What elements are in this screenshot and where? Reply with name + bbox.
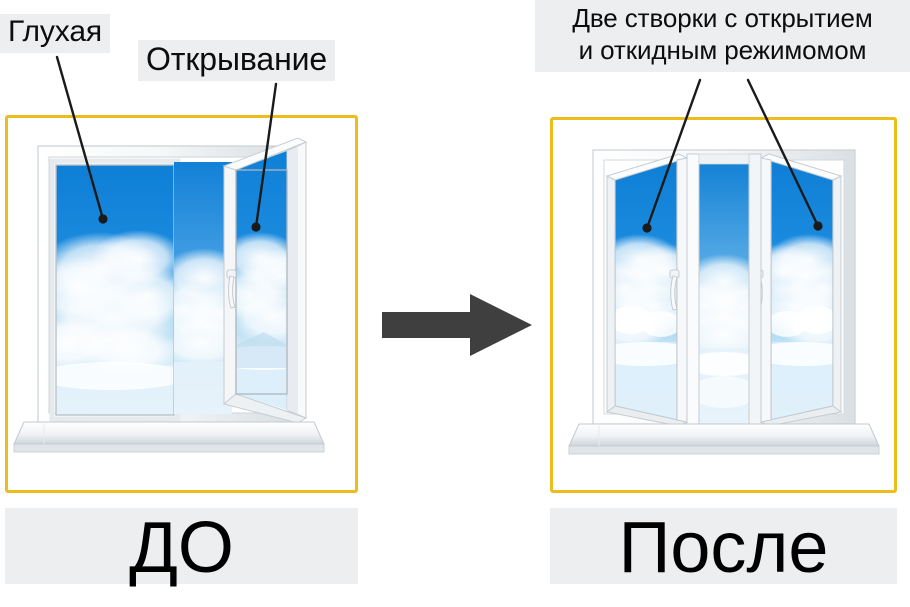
caption-after: После (550, 508, 897, 584)
transition-arrow (382, 294, 532, 356)
callout-label-two-sashes: Две створки с открытием и откидным режим… (535, 0, 910, 73)
before-window-illustration (13, 137, 325, 453)
caption-before: ДО (5, 508, 358, 584)
callout-label-two-sashes-line2: и откидным режимомом (578, 34, 867, 65)
callout-label-fixed-sash: Глухая (0, 14, 111, 53)
callout-label-two-sashes-line1: Две створки с открытием (572, 3, 873, 33)
callout-label-opening-sash: Открывание (138, 40, 336, 81)
after-panel (550, 117, 897, 493)
before-panel (5, 115, 358, 493)
after-panel-inner (553, 120, 894, 490)
sash-handle-after-left (669, 269, 680, 311)
sash-handle-before (226, 269, 237, 309)
after-window-illustration (568, 149, 880, 455)
before-panel-inner (8, 118, 355, 490)
